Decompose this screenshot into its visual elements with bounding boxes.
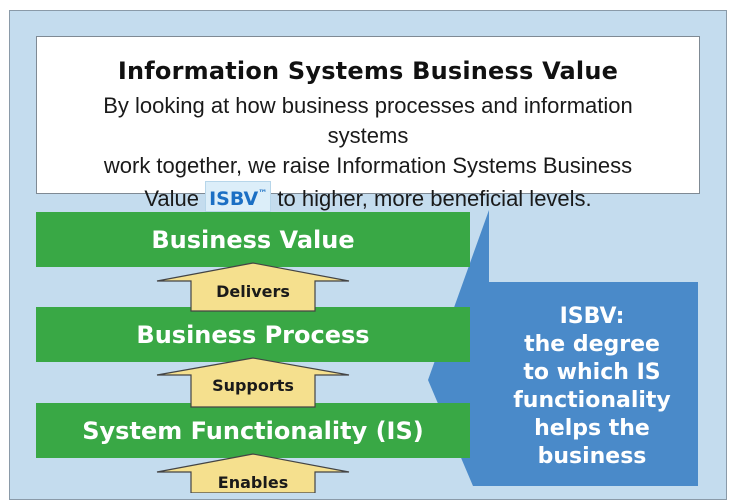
level-business-value: Business Value: [36, 212, 470, 267]
callout-arrow-shape: [428, 210, 698, 486]
up-arrow-icon: [156, 453, 350, 493]
arrow-label-supports: Supports: [212, 376, 294, 395]
isbv-badge-text: ISBV: [209, 188, 259, 210]
diagram-title: Information Systems Business Value: [117, 57, 619, 85]
description: By looking at how business processes and…: [63, 91, 673, 214]
arrow-label-enables: Enables: [217, 473, 289, 492]
arrow-delivers: Delivers: [155, 262, 351, 312]
arrow-label-delivers: Delivers: [216, 282, 290, 301]
callout-line: to which IS: [523, 360, 661, 385]
callout-line: helps the: [534, 416, 650, 441]
isbv-badge: ISBV™: [205, 181, 272, 212]
description-line-3-prefix: Value: [144, 186, 199, 211]
up-arrow-icon: [156, 262, 350, 312]
level-business-process: Business Process: [36, 307, 470, 362]
callout-line: the degree: [524, 332, 660, 357]
level-system-functionality: System Functionality (IS): [36, 403, 470, 458]
arrow-enables: Enables: [155, 453, 351, 493]
up-arrow-icon: [156, 357, 350, 408]
header-box: Information Systems Business Value By lo…: [36, 36, 700, 212]
description-line-3-suffix: to higher, more beneficial levels.: [277, 186, 592, 211]
description-line-2: work together, we raise Information Syst…: [103, 153, 633, 178]
arrow-supports: Supports: [155, 357, 351, 408]
description-line-3: Value ISBV™ to higher, more beneficial l…: [63, 181, 673, 214]
callout-line: functionality: [513, 388, 671, 413]
callout-line: business: [537, 444, 647, 469]
callout-line: ISBV:: [559, 304, 625, 329]
callout-text: ISBV: the degree to which IS functionali…: [486, 303, 698, 471]
trademark-mark: ™: [258, 189, 268, 199]
description-line-1: By looking at how business processes and…: [103, 93, 633, 148]
